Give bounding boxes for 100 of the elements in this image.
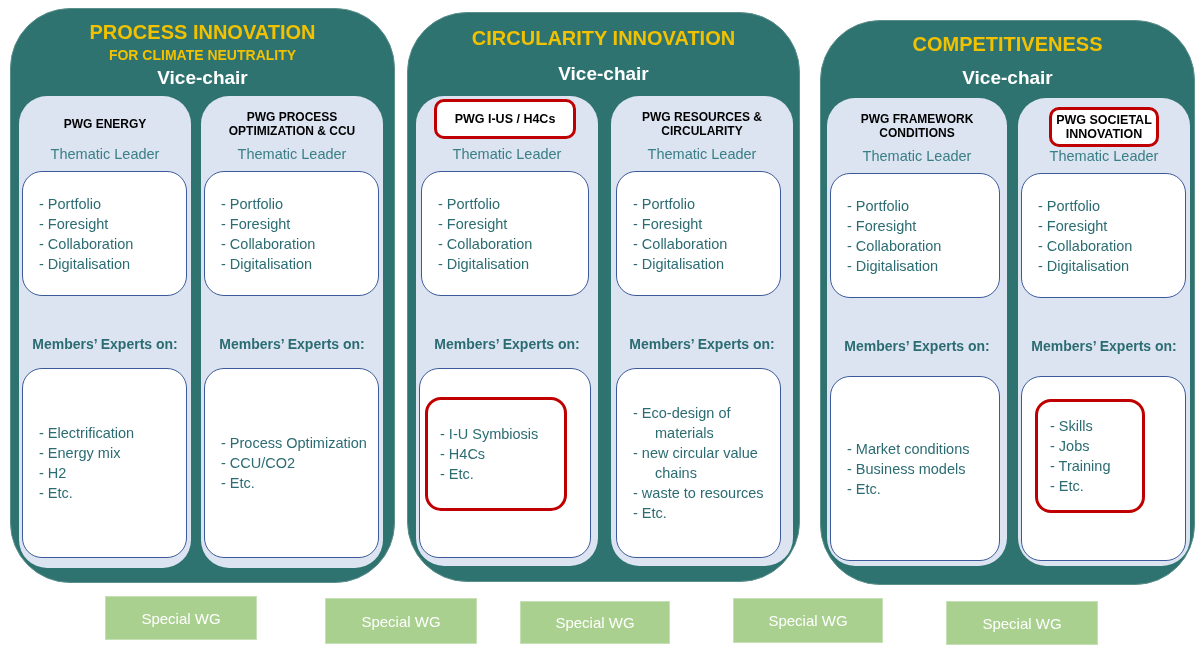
list-item: - I-U Symbiosis	[440, 425, 540, 444]
list-item: - Etc.	[633, 504, 668, 523]
list-item: - Portfolio	[633, 194, 697, 214]
list-box	[830, 376, 1000, 561]
working-group-card	[1018, 98, 1190, 566]
list-box	[616, 171, 781, 296]
list-item: - Etc.	[39, 484, 74, 503]
list-item: - Collaboration	[221, 234, 317, 254]
list-item: - Digitalisation	[633, 254, 726, 274]
list-item: - Process Optimization	[221, 434, 368, 453]
list-item: - Portfolio	[438, 194, 502, 214]
list-box	[22, 171, 187, 296]
card-title: PWG SOCIETAL INNOVATION	[1055, 113, 1153, 141]
role-label: Thematic Leader	[861, 148, 973, 164]
list-item: - Etc.	[440, 465, 475, 484]
list-item: - Foresight	[438, 214, 509, 234]
list-box	[204, 171, 379, 296]
list-item: - Market conditions	[847, 439, 971, 459]
list-item: - H2	[39, 464, 68, 483]
list-item: - Foresight	[847, 216, 918, 236]
card-title: PWG RESOURCES & CIRCULARITY	[641, 109, 763, 140]
special-wg-box	[520, 601, 670, 644]
list-item: - Collaboration	[847, 236, 943, 256]
role-label: Vice-chair	[961, 67, 1054, 89]
section-heading: Members’ Experts on:	[218, 336, 366, 352]
list-item: - waste to resources	[633, 484, 765, 503]
working-group-card	[416, 96, 598, 566]
list-box	[421, 171, 589, 296]
role-label: Thematic Leader	[646, 146, 758, 162]
working-group-card	[611, 96, 793, 566]
list-item: - Energy mix	[39, 444, 122, 463]
special-wg-box	[105, 596, 257, 640]
group-title: PROCESS INNOVATION	[88, 21, 317, 44]
list-item: - CCU/CO2	[221, 454, 297, 473]
group-subtitle: FOR CLIMATE NEUTRALITY	[107, 47, 298, 63]
section-heading: Members’ Experts on:	[628, 336, 776, 352]
group-title: CIRCULARITY INNOVATION	[470, 27, 737, 50]
list-box	[419, 368, 591, 558]
list-item: - Foresight	[633, 214, 704, 234]
section-heading: Members’ Experts on:	[31, 336, 179, 352]
list-box	[204, 368, 379, 558]
group-panel	[820, 20, 1195, 585]
working-group-card	[201, 96, 383, 568]
working-group-card	[827, 98, 1007, 566]
role-label: Vice-chair	[557, 63, 650, 85]
list-item: - Electrification	[39, 424, 136, 443]
list-item: - Skills	[1050, 417, 1094, 436]
box-label: Special WG	[361, 612, 441, 630]
box-label: Special WG	[141, 609, 221, 627]
special-wg-box	[733, 598, 883, 643]
list-item: - Etc.	[221, 474, 256, 493]
list-item: - Collaboration	[633, 234, 729, 254]
card-title: PWG PROCESS OPTIMIZATION & CCU	[227, 109, 357, 140]
group-title: COMPETITIVENESS	[911, 33, 1104, 56]
highlight-frame	[425, 397, 567, 511]
list-item: - Eco-design of materials	[633, 404, 732, 443]
list-item: - Foresight	[1038, 216, 1109, 236]
highlight-frame	[1035, 399, 1145, 513]
card-title: PWG ENERGY	[62, 116, 148, 133]
list-item: - Foresight	[39, 214, 110, 234]
group-panel	[10, 8, 395, 583]
list-item: - Jobs	[1050, 437, 1091, 456]
role-label: Thematic Leader	[451, 146, 563, 162]
list-item: - new circular value chains	[633, 444, 759, 483]
list-box	[22, 368, 187, 558]
list-box	[616, 368, 781, 558]
highlight-frame	[434, 99, 576, 139]
role-label: Vice-chair	[156, 67, 249, 89]
list-item: - H4Cs	[440, 445, 487, 464]
list-box	[1021, 376, 1186, 561]
list-item: - Etc.	[1050, 477, 1085, 496]
list-item: - Portfolio	[221, 194, 285, 214]
box-label: Special WG	[768, 612, 848, 629]
list-item: - Foresight	[221, 214, 292, 234]
list-item: - Digitalisation	[39, 254, 132, 274]
group-panel	[407, 12, 800, 582]
list-item: - Digitalisation	[438, 254, 531, 274]
card-title: PWG I-US / H4Cs	[454, 112, 556, 126]
list-box	[1021, 173, 1186, 298]
working-group-card	[19, 96, 191, 568]
list-item: - Portfolio	[1038, 196, 1102, 216]
role-label: Thematic Leader	[236, 146, 348, 162]
highlight-frame	[1049, 107, 1159, 147]
list-item: - Collaboration	[39, 234, 135, 254]
list-item: - Portfolio	[847, 196, 911, 216]
list-item: - Etc.	[847, 479, 882, 499]
special-wg-box	[946, 601, 1098, 645]
list-item: - Portfolio	[39, 194, 103, 214]
list-item: - Training	[1050, 457, 1112, 476]
section-heading: Members’ Experts on:	[843, 338, 991, 354]
list-box	[830, 173, 1000, 298]
list-item: - Digitalisation	[1038, 256, 1131, 276]
role-label: Thematic Leader	[49, 146, 161, 162]
section-heading: Members’ Experts on:	[1030, 338, 1178, 354]
special-wg-box	[325, 598, 477, 644]
box-label: Special WG	[982, 614, 1062, 632]
role-label: Thematic Leader	[1048, 148, 1160, 164]
list-item: - Digitalisation	[847, 256, 940, 276]
box-label: Special WG	[555, 614, 635, 631]
list-item: - Collaboration	[1038, 236, 1134, 256]
